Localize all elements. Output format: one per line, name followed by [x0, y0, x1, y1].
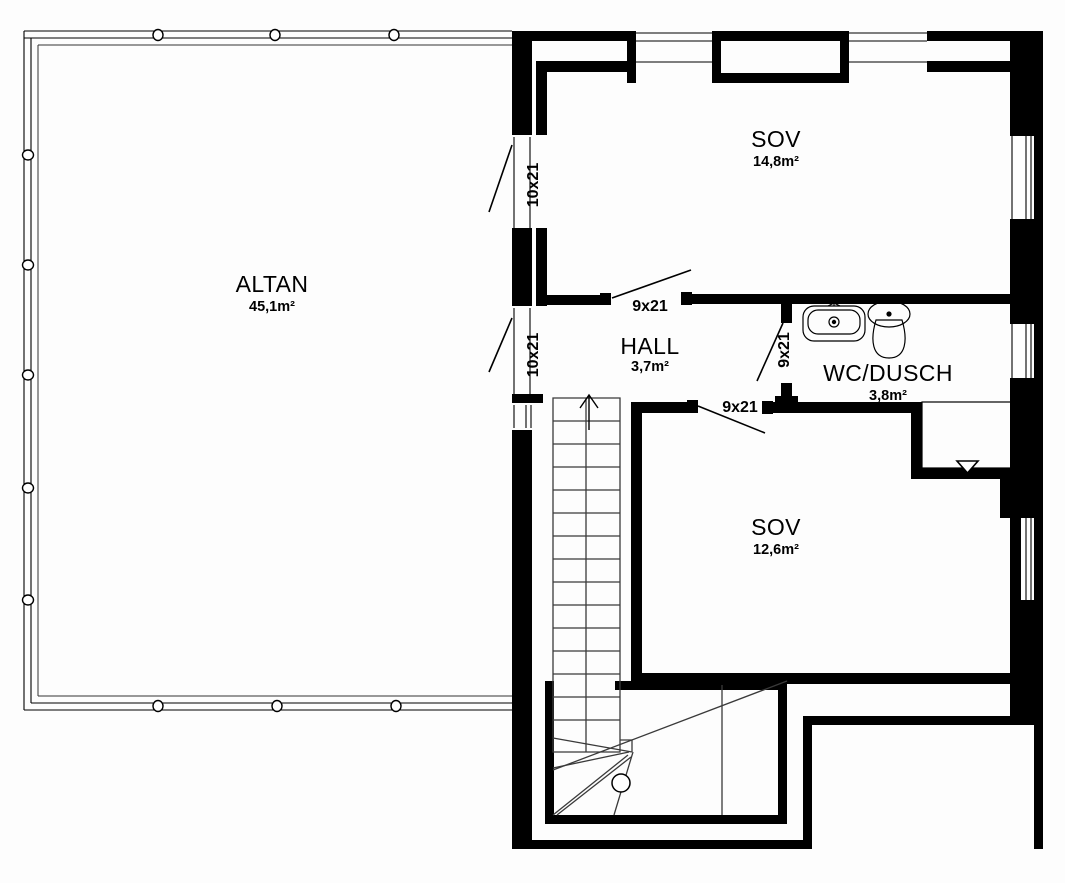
room-label-wc-dusch: WC/DUSCH	[823, 360, 953, 386]
room-area-sov-bot: 12,6m²	[753, 542, 799, 558]
door-label-altan-lower: 10x21	[525, 333, 542, 378]
door-label-sov-bottom: 9x21	[722, 399, 758, 416]
door-labels: 10x21 10x21 9x21 9x21 9x21	[525, 163, 793, 416]
building-walls	[512, 31, 1043, 849]
staircase	[552, 393, 788, 816]
room-area-sov-top: 14,8m²	[753, 154, 799, 170]
sink-icon	[802, 299, 866, 342]
toilet-icon	[867, 300, 911, 359]
room-area-altan: 45,1m²	[249, 299, 295, 315]
door-swings	[488, 144, 784, 434]
altan-railing	[21, 28, 512, 713]
room-label-hall: HALL	[620, 333, 679, 359]
door-label-sov-top: 9x21	[632, 298, 668, 315]
room-labels: ALTAN 45,1m² SOV 14,8m² HALL 3,7m² WC/DU…	[236, 126, 953, 558]
door-label-wc: 9x21	[776, 332, 793, 368]
shower-tray-icon	[921, 401, 1012, 475]
room-label-sov-top: SOV	[751, 126, 801, 152]
railing-post	[152, 28, 400, 42]
stair-up-arrow	[579, 393, 599, 430]
room-label-sov-bot: SOV	[751, 514, 801, 540]
bathroom-fixtures	[802, 299, 1012, 475]
room-label-altan: ALTAN	[236, 271, 309, 297]
room-area-hall: 3,7m²	[631, 359, 669, 375]
room-area-wc-dusch: 3,8m²	[869, 388, 907, 404]
railing-post	[152, 699, 402, 713]
door-label-altan-upper: 10x21	[525, 163, 542, 208]
railing-post	[21, 149, 35, 606]
